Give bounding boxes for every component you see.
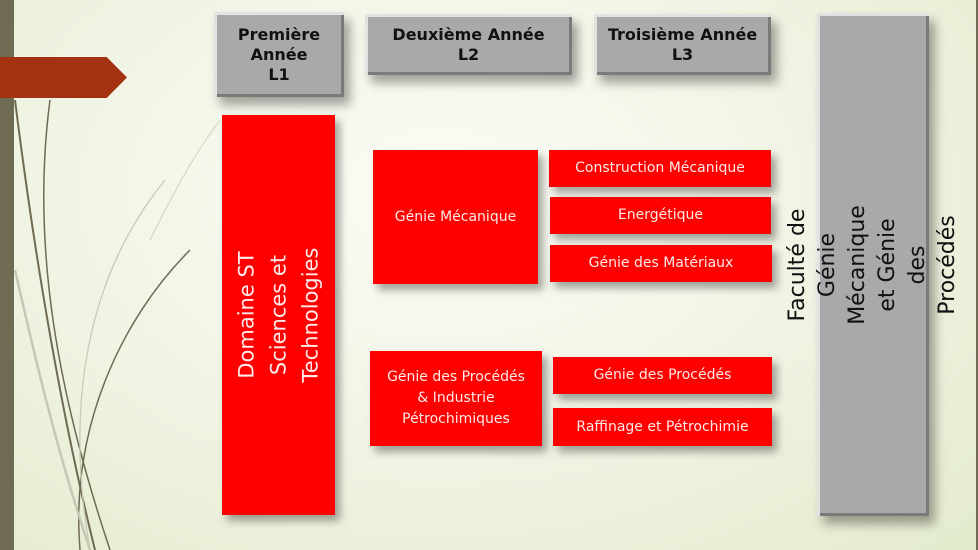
l2-genie-mecanique: Génie Mécanique	[373, 150, 538, 284]
l3-genie-des-materiaux: Génie des Matériaux	[550, 245, 772, 282]
l2-genie-des-procedes-label: Génie des Procédés & Industrie Pétrochim…	[387, 369, 525, 427]
l2-genie-des-procedes: Génie des Procédés & Industrie Pétrochim…	[370, 351, 542, 446]
l3-item-label: Energétique	[617, 207, 704, 223]
l3-construction-mecanique: Construction Mécanique	[549, 150, 771, 187]
faculty-label: Faculté de Génie Mécanique et Génie des …	[785, 204, 960, 325]
header-l1-label: Première Année L1	[237, 24, 321, 84]
domain-label: Domaine ST Sciences et Technologies	[234, 247, 323, 383]
l2-genie-mecanique-label: Génie Mécanique	[394, 208, 517, 225]
l3-item-label: Génie des Procédés	[593, 367, 732, 383]
l3-genie-des-procedes: Génie des Procédés	[553, 357, 772, 394]
header-l1: Première Année L1	[214, 12, 344, 97]
header-l2: Deuxième Année L2	[365, 14, 572, 75]
header-l2-label: Deuxième Année L2	[392, 24, 545, 64]
left-side-bar	[0, 0, 14, 550]
l3-item-label: Génie des Matériaux	[588, 255, 734, 271]
l3-item-label: Construction Mécanique	[575, 160, 745, 176]
right-side-bar	[976, 0, 978, 550]
domain-box: Domaine ST Sciences et Technologies	[222, 115, 335, 515]
l3-energetique: Energétique	[550, 197, 771, 234]
l3-raffinage-petrochimie: Raffinage et Pétrochimie	[553, 408, 772, 446]
header-l3: Troisième Année L3	[594, 14, 771, 75]
faculty-box: Faculté de Génie Mécanique et Génie des …	[785, 13, 960, 516]
arrow-tab-icon	[0, 57, 127, 98]
l3-item-label: Raffinage et Pétrochimie	[576, 418, 749, 435]
header-l3-label: Troisième Année L3	[607, 24, 758, 64]
